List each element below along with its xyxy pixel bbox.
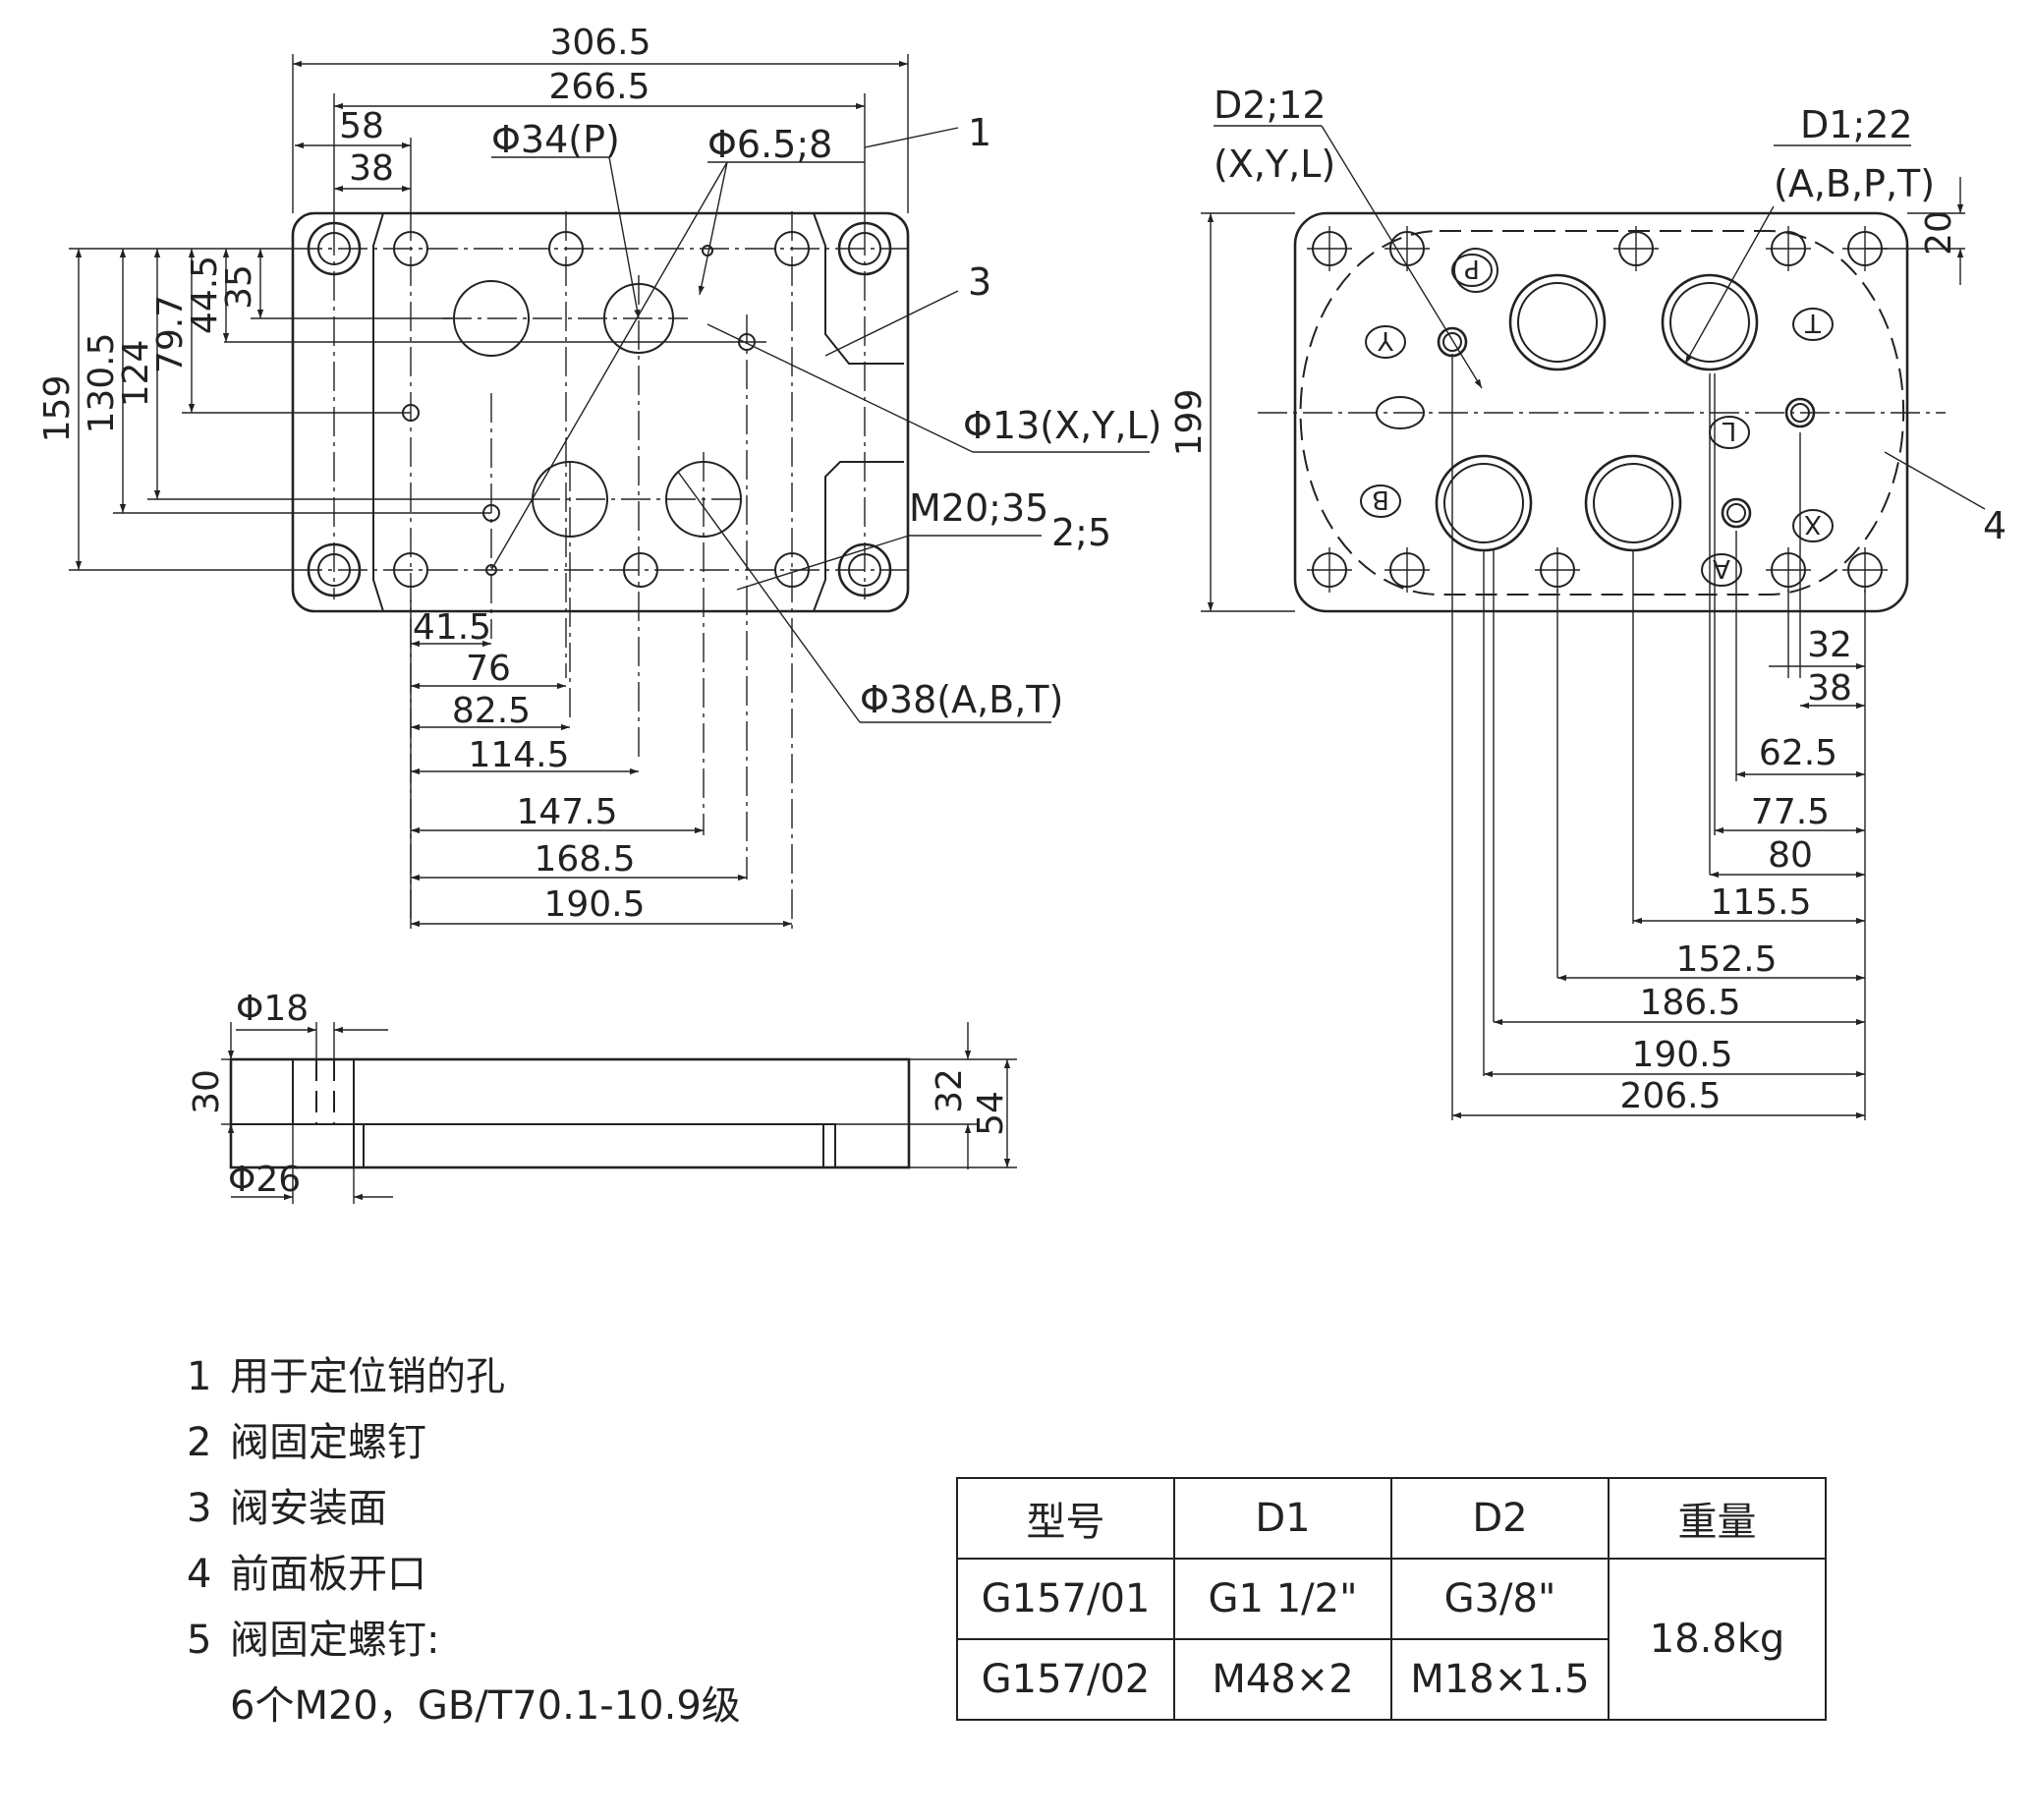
dim-41-5: 41.5 <box>413 607 491 648</box>
dim-79-7: 79.7 <box>150 295 191 373</box>
dim-130-5: 130.5 <box>82 332 122 433</box>
port-letter-tags: P T Y L B A X <box>1360 248 1834 587</box>
dim-38-panel: 38 <box>1807 668 1852 709</box>
dim-30: 30 <box>187 1069 227 1114</box>
label-1: 1 <box>968 111 991 154</box>
front-view: 306.5 266.5 58 38 Φ34(P) Φ6.5;8 1 159 13… <box>37 23 1162 929</box>
label-2-5: 2;5 <box>1051 511 1111 554</box>
dim-76: 76 <box>466 649 511 689</box>
dim-124: 124 <box>116 340 156 408</box>
dim-77-5: 77.5 <box>1751 792 1830 832</box>
label-d2: D2;12 <box>1214 84 1327 127</box>
dim-82-5: 82.5 <box>452 691 531 731</box>
front-panel-opening <box>1299 230 1905 596</box>
dim-199: 199 <box>1169 389 1210 457</box>
panel-view: P T Y L B A X D2;12 (X,Y,L) D1;22 (A,B,P… <box>1169 84 2006 1120</box>
header-weight: 重量 <box>1608 1477 1827 1560</box>
cell-d2: M18×1.5 <box>1390 1638 1610 1721</box>
dim-190-5-panel: 190.5 <box>1631 1035 1732 1075</box>
panel-hole-crosshairs <box>1307 226 1888 593</box>
cell-model: G157/02 <box>956 1638 1175 1721</box>
spec-table: 型号 D1 D2 重量 G157/01 G1 1/2" G3/8" 18.8kg… <box>956 1477 1827 1721</box>
label-d1-ports: (A,B,P,T) <box>1774 162 1935 205</box>
dim-44-5: 44.5 <box>185 256 225 334</box>
dim-147-5: 147.5 <box>516 792 617 832</box>
header-model: 型号 <box>956 1477 1175 1560</box>
dim-168-5: 168.5 <box>534 839 635 880</box>
pilot-holes <box>402 245 756 576</box>
label-dowel-hole: Φ6.5;8 <box>707 123 832 166</box>
dim-190-5: 190.5 <box>543 884 645 925</box>
table-row: G157/02 M48×2 M18×1.5 <box>956 1638 1826 1721</box>
side-outline <box>229 1057 911 1169</box>
dim-d26: Φ26 <box>228 1160 301 1200</box>
dim-80: 80 <box>1768 835 1813 876</box>
port-label-b: B <box>1372 484 1389 514</box>
label-4: 4 <box>1983 504 2006 547</box>
cell-weight: 18.8kg <box>1608 1558 1827 1721</box>
dim-54: 54 <box>971 1091 1011 1136</box>
dim-32: 32 <box>930 1068 970 1113</box>
dim-38: 38 <box>349 148 394 189</box>
dim-58: 58 <box>339 106 384 146</box>
port-label-p: P <box>1464 254 1480 283</box>
dim-266-5: 266.5 <box>548 67 650 107</box>
dim-152-5: 152.5 <box>1675 939 1777 980</box>
cell-d1: M48×2 <box>1173 1638 1392 1721</box>
header-d2: D2 <box>1390 1477 1610 1560</box>
port-label-l: L <box>1722 416 1736 445</box>
label-3: 3 <box>968 260 991 304</box>
dim-d18: Φ18 <box>236 989 309 1029</box>
header-d1: D1 <box>1173 1477 1392 1560</box>
port-label-t: T <box>1805 308 1822 337</box>
port-label-x: X <box>1804 509 1822 539</box>
label-main-ports: Φ38(A,B,T) <box>860 678 1063 721</box>
legend-item: 6个M20，GB/T70.1-10.9级 <box>230 1683 741 1729</box>
label-d2-ports: (X,Y,L) <box>1214 142 1335 186</box>
label-p-port: Φ34(P) <box>491 118 620 161</box>
label-screw-thread: M20;35 <box>909 486 1048 530</box>
dim-114-5: 114.5 <box>468 735 569 775</box>
port-label-a: A <box>1713 553 1730 583</box>
cell-d2: G3/8" <box>1390 1558 1610 1640</box>
dim-32-panel: 32 <box>1807 625 1852 665</box>
port-label-y: Y <box>1378 325 1394 355</box>
table-row: G157/01 G1 1/2" G3/8" 18.8kg <box>956 1558 1827 1721</box>
cell-model: G157/01 <box>956 1558 1175 1640</box>
dim-159: 159 <box>37 375 78 443</box>
side-view: Φ18 30 Φ26 32 54 <box>187 989 1017 1204</box>
label-d1: D1;22 <box>1800 103 1913 146</box>
label-pilot-ports: Φ13(X,Y,L) <box>963 404 1162 447</box>
dim-115-5: 115.5 <box>1710 882 1811 923</box>
table-header-row: 型号 D1 D2 重量 <box>956 1477 1827 1560</box>
panel-main-ports <box>1435 273 1816 552</box>
dim-206-5: 206.5 <box>1619 1076 1721 1116</box>
dim-62-5: 62.5 <box>1759 733 1837 773</box>
dim-186-5: 186.5 <box>1639 983 1740 1023</box>
dim-306-5: 306.5 <box>549 23 650 63</box>
dim-35: 35 <box>219 264 259 310</box>
cell-d1: G1 1/2" <box>1173 1558 1392 1640</box>
corner-bolt-holes <box>307 221 892 597</box>
dim-20: 20 <box>1919 210 1959 256</box>
